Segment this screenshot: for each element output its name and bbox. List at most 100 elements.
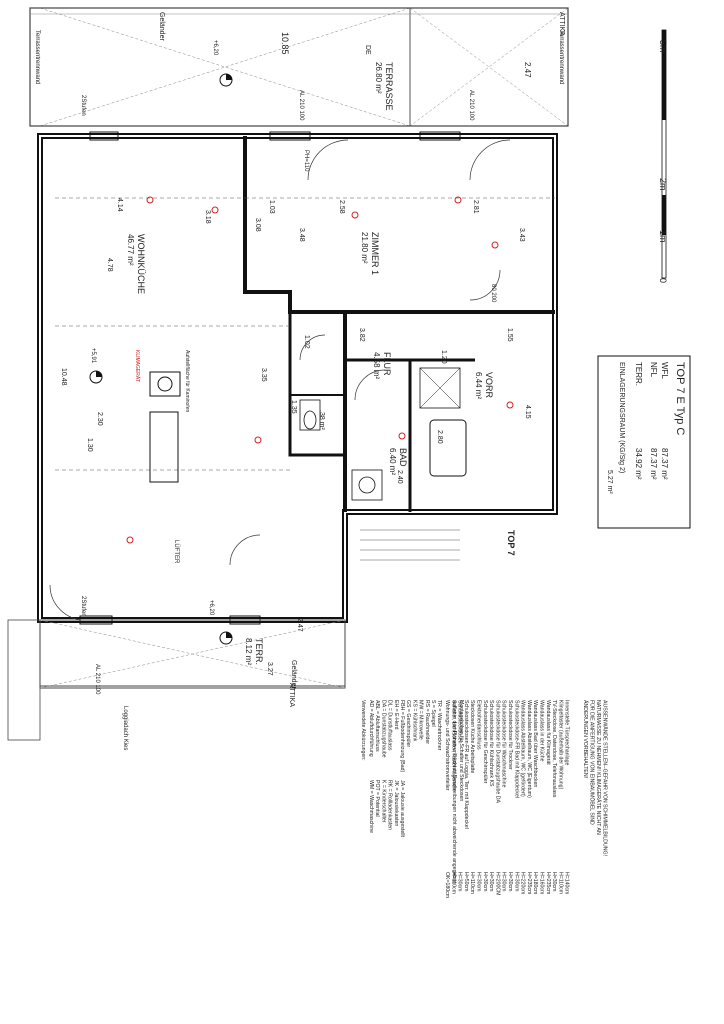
height-row-label: Innenstelle Türsprechanlage	[564, 700, 570, 765]
legend-item: WM = Waschmaschine	[368, 780, 374, 833]
legend-item: ABL = Abluftanschluss	[374, 700, 380, 752]
scale-tick-1m: 1m	[658, 230, 668, 243]
bad-dim: 2.80	[436, 430, 443, 444]
door-al-2: AL 210 100	[468, 90, 474, 121]
height-row-label: Schukosteckdose für Geschirrspüler	[482, 700, 488, 784]
zimmer1-dim: 3.08	[254, 218, 261, 232]
legend-item: KS = Kühlschrank	[411, 700, 417, 742]
flur-dim: 3.35	[260, 368, 267, 382]
wohnkueche-area: 46.77 m²	[126, 234, 135, 266]
legend-item: EH = E-Herd	[393, 700, 399, 730]
height-row-label: Wohnungs- und Schwachstromverteiler	[444, 700, 450, 791]
height-row-label: Schukosteckdosen	[457, 700, 463, 744]
flur-dim: 1.20	[440, 350, 447, 364]
legend-item: DA = Dunstabzugshaube	[380, 700, 386, 758]
height-row-value: H=30cm	[513, 872, 519, 891]
zimmer1-name: ZIMMER 1	[370, 232, 380, 275]
wc-area: .38 m²	[318, 410, 325, 431]
loggiadach-label: Loggiadach Kies	[122, 706, 128, 750]
zimmer1-area: 21.80 m²	[360, 232, 369, 264]
door-al-1: AL 210 100	[298, 90, 304, 121]
wohnkueche-name: WOHNKÜCHE	[136, 234, 146, 294]
height-row-value: H=200CM	[494, 872, 500, 896]
zimmer1-dim: 3.18	[204, 210, 211, 224]
disclaimer-line: NATURMASSE ZU NEHMEN!! KLIMAGERÄTE NICHT…	[595, 700, 602, 835]
height-row-value: H=30cm	[501, 872, 507, 891]
top7-label: TOP 7	[506, 530, 516, 556]
top-info-val-wfl: 87.37 m²	[660, 448, 669, 480]
bad-name: BAD	[398, 448, 408, 467]
height-row-value: H=235cm	[526, 872, 532, 894]
scale-bar	[661, 29, 667, 279]
height-row-label: Schukosteckdose für Waschmaschine	[501, 700, 507, 788]
bad-area: 6.40 m²	[388, 448, 397, 475]
stufen-label-1: 2Stufen	[80, 95, 86, 116]
height-row-value: H=180cm	[532, 872, 538, 894]
wohnkueche-dim: 4.78	[106, 258, 113, 272]
elevation-top: +6,20	[212, 40, 218, 56]
height-row-value: OK=180cm	[444, 872, 450, 898]
terrace-top-length: 10.85	[280, 32, 290, 55]
attika-bottom-label: ATTIKA	[288, 683, 295, 707]
legend-item: K = Kinderschalter	[380, 780, 386, 823]
top-info-key-wfl: WFL	[660, 362, 669, 379]
height-row-value: H=30cm	[476, 872, 482, 891]
heights-note: außer in den Plänen und lichten Beschrei…	[451, 700, 457, 884]
terr-small-length: 3.27	[266, 662, 273, 676]
disclaimer-line: ÄNDERUNGEN VORBEHALTEN!	[582, 700, 589, 778]
height-row-label: Wandauslass Abstellraum, WC (gefördert)	[520, 700, 526, 797]
height-row-value: H=30cm	[482, 872, 488, 891]
terrace-top-width: 2.47	[523, 62, 532, 78]
zimmer1-dim: 3.43	[518, 228, 525, 242]
disclaimer-line: AUSSENWÄNDE STELLEN--GEFAHR VON SCHIMMEL…	[602, 700, 609, 856]
top-info-val-nfl: 87.37 m²	[649, 448, 658, 480]
legend-item: TR = Wäschetrockner	[436, 700, 442, 751]
door-80-200: 80 200	[490, 284, 496, 303]
kaminofen	[149, 371, 181, 397]
height-row-label: Schukosteckdosen-FR auf Loggia, Terr. mi…	[463, 700, 469, 829]
flur-area: 4.58 m²	[372, 352, 381, 379]
height-row-value: H=30cm	[551, 872, 557, 891]
legend-item: GS = Geschirrspüler	[405, 700, 411, 747]
height-row-value: H=110cm	[450, 872, 456, 894]
legend-item: DL = Dunstluftauslass	[387, 700, 393, 751]
terr-small-width: 2.47	[296, 618, 303, 632]
kitchen-counter	[149, 411, 179, 483]
legend-item: JK = Jalousiekasten	[393, 780, 399, 826]
height-row-label: Wandauslass in der Küche	[539, 700, 545, 762]
loggia-roof	[7, 619, 41, 741]
vorr-dim: 1.55	[506, 328, 513, 342]
height-row-label: Schukosteckdose-FR Bad mit Klappdeckel	[513, 700, 519, 798]
flur-name: FLUR	[382, 352, 392, 376]
top-info-storage: EINLAGERUNGSRAUM (KG/Stg 2)	[618, 362, 625, 473]
bad-dim: 2.40	[396, 470, 403, 484]
height-row-value: H=160cm	[539, 872, 545, 894]
zimmer1-dim: 1.03	[268, 200, 275, 214]
gelaender-top-label: Geländer	[158, 12, 165, 41]
disclaimer-line: FÜR DIE ANFERTIGUNG VON EINBAUMÖBEL SIND	[589, 700, 596, 825]
legend: Verwendete Abkürzungen: AD = Abluftdurch…	[360, 700, 609, 898]
heights-title: Montagehöhen für Schalter und Steckdosen	[458, 700, 464, 801]
height-row-value: H=110cm	[469, 872, 475, 894]
door-ph: PH=110	[303, 150, 309, 172]
height-row-label: Schukosteckdose für Dunstabzugshaube DA	[494, 700, 500, 803]
top-info-key-nfl: NFL	[649, 362, 658, 378]
height-row-label: Schukosteckdose für Kühlschrank KS	[488, 700, 494, 787]
legend-item: AD = Abluftdurchführung	[368, 700, 374, 757]
height-row-label: Wandauslass Bad über Waschbecken	[532, 700, 538, 787]
legend-item: RS = Rauchmelder	[424, 700, 430, 744]
flur-dim: 1.02	[303, 335, 310, 349]
kaminofen-label: Aufstellfläche für Kaminofen	[184, 350, 190, 412]
terrassentrennwand-right-label: Terrassentrennwand	[558, 30, 564, 84]
scale-tick-2m: 2m	[658, 178, 668, 191]
height-row-value: H=50cm	[463, 872, 469, 891]
height-row-value: H=30cm	[457, 872, 463, 891]
elevation-terr: +6,20	[208, 600, 214, 616]
klimageraet-label: KLIMAGERÄT	[134, 350, 141, 382]
height-row-label: Wandauslass Abstellraum, WC (Eigentum)	[526, 700, 532, 798]
terrassentrennwand-left-label: Terrassentrennwand	[34, 30, 40, 84]
legend-item: RK = Rollladenkasten	[387, 780, 393, 830]
zimmer1-dim: 2.58	[338, 200, 345, 214]
elevation-kitchen: +5,91	[90, 348, 96, 364]
